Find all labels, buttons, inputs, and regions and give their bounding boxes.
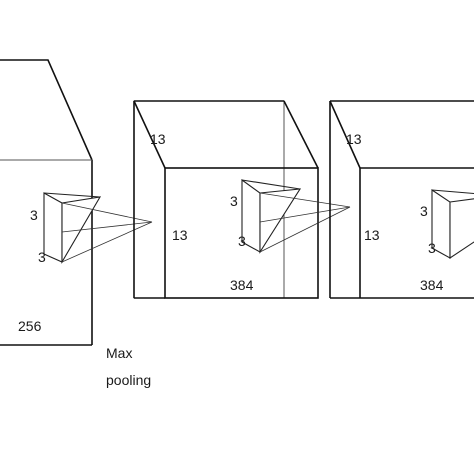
block2-kernel-height-label: 3 bbox=[238, 233, 246, 249]
block2-ray-top bbox=[259, 192, 351, 208]
block1-top-edge bbox=[0, 59, 93, 161]
block2-depth-edge-tr bbox=[283, 100, 319, 169]
block3-height-label: 13 bbox=[364, 227, 380, 243]
block3-kernel-width-label: 3 bbox=[420, 203, 428, 219]
layer-block-2: 13 13 3 3 384 bbox=[133, 100, 351, 299]
block2-front-face bbox=[164, 167, 319, 299]
layer-block-3: 13 13 3 3 384 bbox=[329, 100, 474, 299]
block3-kernel-height-label: 3 bbox=[428, 240, 436, 256]
block3-depth-label: 13 bbox=[346, 131, 362, 147]
block2-kernel-width-label: 3 bbox=[230, 193, 238, 209]
block1-ray-top bbox=[61, 202, 153, 223]
max-pooling-line1: Max bbox=[106, 345, 132, 361]
block1-kernel-height-label: 3 bbox=[38, 249, 46, 265]
block2-depth-edge-tl bbox=[133, 100, 166, 169]
layer-block-1: 3 3 256 bbox=[0, 59, 153, 346]
block2-height-label: 13 bbox=[172, 227, 188, 243]
block3-kernel bbox=[431, 188, 474, 260]
block2-ray-bottom bbox=[259, 206, 351, 253]
block2-depth-label: 13 bbox=[150, 131, 166, 147]
block2-kernel bbox=[241, 178, 302, 254]
max-pooling-annotation: Max pooling bbox=[106, 345, 151, 388]
max-pooling-line2: pooling bbox=[106, 372, 151, 388]
block1-ray-bottom bbox=[61, 221, 153, 263]
block1-channels-label: 256 bbox=[18, 318, 42, 334]
block1-kernel-width-label: 3 bbox=[30, 207, 38, 223]
block3-channels-label: 384 bbox=[420, 277, 444, 293]
block3-depth-edge-tl bbox=[329, 100, 361, 169]
block2-ray-mid bbox=[259, 206, 351, 223]
block1-ray-mid bbox=[61, 221, 153, 233]
block2-channels-label: 384 bbox=[230, 277, 254, 293]
